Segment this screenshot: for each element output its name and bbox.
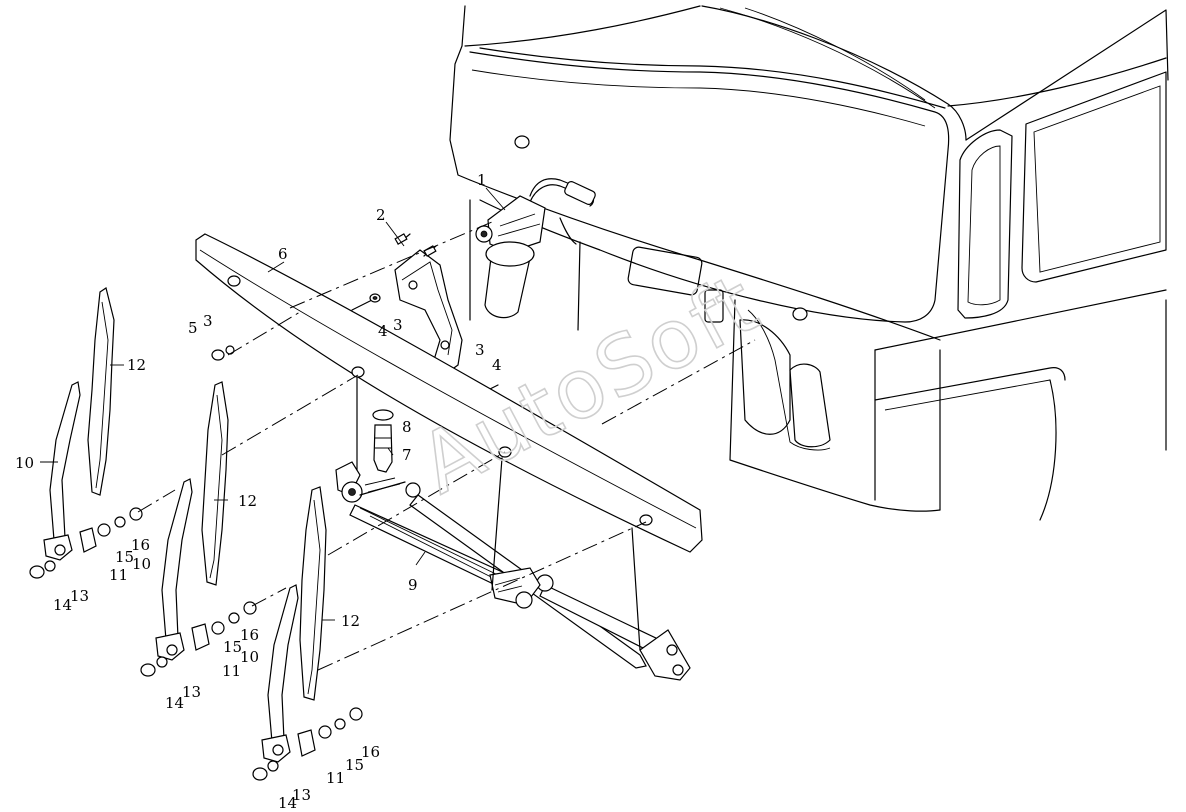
- callout-14: 14: [278, 794, 297, 812]
- callout-12: 12: [341, 612, 360, 630]
- callout-15: 15: [223, 638, 242, 656]
- callout-10: 10: [132, 555, 151, 573]
- callout-10: 10: [15, 454, 34, 472]
- callout-9: 9: [408, 576, 418, 594]
- callout-14: 14: [53, 596, 72, 614]
- callout-12: 12: [238, 492, 257, 510]
- callout-3: 3: [393, 316, 403, 334]
- callout-3: 3: [475, 341, 485, 359]
- callout-4: 4: [492, 356, 502, 374]
- callout-11: 11: [109, 566, 128, 584]
- callout-8: 8: [402, 418, 412, 436]
- callout-16: 16: [131, 536, 150, 554]
- callout-15: 15: [345, 756, 364, 774]
- leader-lines: [40, 187, 506, 621]
- callout-4: 4: [378, 322, 388, 340]
- fastener-set-middle: [140, 601, 257, 677]
- callout-13: 13: [292, 786, 311, 804]
- wiper-blade-left: [87, 287, 115, 496]
- wiper-arm-left: [43, 381, 81, 561]
- fastener-set-left: [29, 507, 143, 579]
- callout-13: 13: [182, 683, 201, 701]
- wiper-arm-middle: [155, 478, 193, 661]
- wiper-motor: [475, 178, 596, 319]
- callout-10: 10: [240, 648, 259, 666]
- callout-2: 2: [376, 206, 386, 224]
- truck-cab: [449, 5, 1169, 521]
- callout-labels: 1 2 6 5 3 4 3 3 4 12 8 7 10 12 16 15 11 …: [15, 171, 502, 812]
- callout-16: 16: [240, 626, 259, 644]
- callout-11: 11: [326, 769, 345, 787]
- callout-7: 7: [402, 446, 412, 464]
- wiper-blade-middle: [201, 381, 229, 586]
- alignment-lines: [137, 221, 756, 671]
- callout-12: 12: [127, 356, 146, 374]
- callout-6: 6: [278, 245, 288, 263]
- pivot-pin: [372, 409, 394, 473]
- wiper-blade-right: [299, 486, 327, 701]
- callout-14: 14: [165, 694, 184, 712]
- callout-5: 5: [188, 319, 198, 337]
- mounting-bar: [195, 233, 703, 553]
- callout-15: 15: [115, 548, 134, 566]
- wiper-linkage: [335, 461, 691, 681]
- callout-11: 11: [222, 662, 241, 680]
- callout-16: 16: [361, 743, 380, 761]
- fastener-set-right: [252, 707, 363, 781]
- callout-13: 13: [70, 587, 89, 605]
- callout-3: 3: [203, 312, 213, 330]
- callout-1: 1: [477, 171, 487, 189]
- wiper-arm-right: [261, 584, 299, 763]
